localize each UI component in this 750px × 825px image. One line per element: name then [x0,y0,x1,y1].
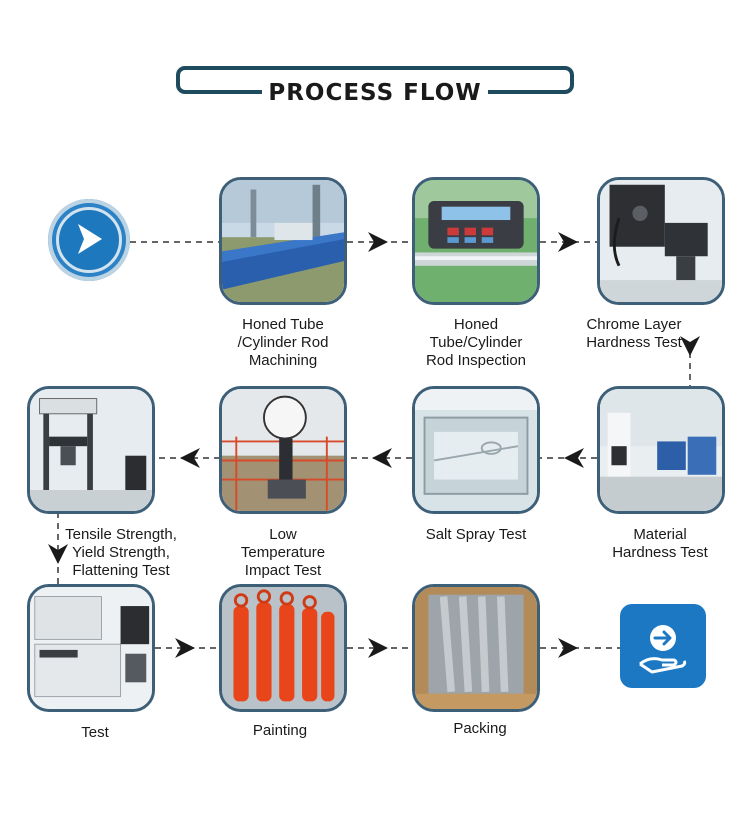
step-label-test: Test [81,724,109,741]
step-image-material-hardness [597,386,725,514]
arrowhead-left [564,448,584,468]
page-title: PROCESS FLOW [262,78,488,108]
step-label-packing: Packing [453,720,507,737]
step-label-salt-spray: Salt Spray Test [425,526,527,543]
end-node [620,604,706,688]
step-label-painting: Painting [252,722,308,739]
step-image-honed-tube-machining [219,177,347,305]
step-image-salt-spray [412,386,540,514]
step-label-tensile-test: Tensile Strength,Yield Strength,Flatteni… [65,526,177,579]
arrowhead-left [180,448,200,468]
arrowhead-right [368,638,388,658]
arrowhead-right [175,638,195,658]
step-image-rod-inspection [412,177,540,305]
arrowhead-right [558,232,578,252]
arrowhead-right [558,638,578,658]
arrow-right-icon [78,224,102,254]
step-image-test [27,584,155,712]
arrowhead-right [368,232,388,252]
step-image-chrome-hardness [597,177,725,305]
arrowhead-down [48,544,68,564]
step-image-tensile-test [27,386,155,514]
arrowhead-left [372,448,392,468]
hand-with-arrow-icon [639,625,687,674]
start-node [48,199,130,281]
step-image-packing [412,584,540,712]
step-image-impact-test [219,386,347,514]
arrowhead-down [680,336,700,356]
step-image-painting [219,584,347,712]
